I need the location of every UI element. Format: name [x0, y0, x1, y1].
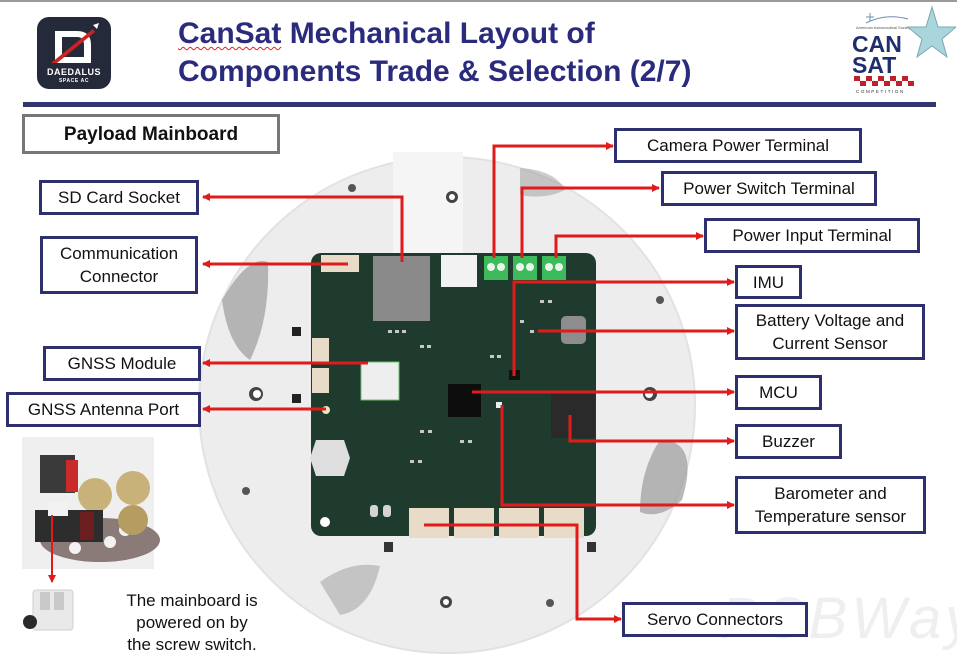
usb-c-port-part [441, 255, 477, 287]
arrow-power-switch [520, 184, 660, 258]
team-logo-name: DAEDALUS [46, 67, 101, 77]
label-barometer-text-2: Temperature sensor [754, 507, 907, 526]
payload-mainboard-heading-text: Payload Mainboard [63, 123, 239, 145]
label-mcu-text: MCU [759, 383, 798, 402]
label-servo-connectors-text: Servo Connectors [646, 610, 784, 629]
label-servo-connectors: Servo Connectors [622, 602, 808, 637]
rocket-logo-icon [51, 23, 99, 63]
top-border [0, 0, 957, 2]
title-cansat-word: CanSat [178, 17, 282, 50]
label-buzzer: Buzzer [735, 424, 842, 459]
arrow-camera-power [492, 142, 614, 258]
title-line-2: Components Trade & Selection (2/7) [178, 55, 692, 88]
battery-holder-part [310, 440, 350, 476]
pcb-board [310, 253, 596, 538]
note-line-2: powered on by [136, 613, 248, 632]
payload-mainboard-heading: Payload Mainboard [22, 114, 280, 154]
callout-arrows [202, 142, 735, 623]
label-gnss-module-text: GNSS Module [67, 354, 177, 373]
mcu-part [448, 384, 481, 417]
arrow-power-input [554, 232, 704, 258]
note-line-1: The mainboard is [126, 591, 258, 610]
arrow-sd-card [202, 193, 404, 262]
servo-connector-part [454, 508, 494, 538]
barometer-part [496, 402, 502, 408]
star-icon [906, 5, 956, 59]
checker-pattern-icon [854, 76, 914, 86]
arrow-barometer [500, 405, 735, 509]
label-sd-card-socket-text: SD Card Socket [58, 188, 180, 207]
label-gnss-antenna-port: GNSS Antenna Port [6, 392, 201, 427]
title-line-1-rest: Mechanical Layout of [281, 17, 595, 50]
buzzer-part [551, 394, 595, 438]
label-battery-text-2: Current Sensor [772, 334, 888, 353]
team-logo-subtitle: SPACE AC [58, 78, 90, 84]
arrow-imu [512, 278, 735, 376]
label-power-input-terminal-text: Power Input Terminal [732, 226, 892, 245]
label-battery-voltage-current-sensor: Battery Voltage and Current Sensor [735, 304, 925, 360]
cansat-org-text: American Astronautical Society [856, 25, 911, 30]
label-barometer-text-1: Barometer and [774, 484, 887, 503]
label-buzzer-text: Buzzer [762, 432, 815, 451]
title-line-1: CanSat Mechanical Layout of [178, 15, 691, 53]
label-communication-text-2: Connector [79, 267, 159, 286]
label-communication-text-1: Communication [59, 244, 179, 263]
label-power-input-terminal: Power Input Terminal [704, 218, 920, 253]
label-imu-text: IMU [752, 272, 785, 292]
screw-switch-note: The mainboard is powered on by the screw… [110, 590, 274, 656]
screw-switch-image [32, 589, 74, 631]
note-line-3: the screw switch. [127, 635, 257, 654]
label-power-switch-terminal-text: Power Switch Terminal [683, 179, 855, 198]
label-gnss-module: GNSS Module [43, 346, 201, 381]
team-logo: DAEDALUS SPACE AC [37, 17, 111, 89]
sd-card-socket-part [373, 256, 430, 321]
servo-connector-part [499, 508, 539, 538]
arrow-servo [424, 523, 622, 623]
label-gnss-antenna-port-text: GNSS Antenna Port [27, 400, 180, 419]
label-mcu: MCU [735, 375, 822, 410]
payload-inset-image [22, 437, 160, 631]
label-communication-connector: Communication Connector [40, 236, 198, 294]
label-imu: IMU [735, 265, 802, 299]
gnss-module-part [360, 361, 400, 401]
servo-connector-part [409, 508, 449, 538]
label-camera-power-terminal-text: Camera Power Terminal [646, 136, 830, 155]
cansat-competition-logo: American Astronautical Society CAN SAT C… [852, 5, 956, 94]
label-power-switch-terminal: Power Switch Terminal [661, 171, 877, 206]
arrow-buzzer [568, 415, 735, 445]
cansat-logo-caption: COMPETITION [856, 89, 905, 94]
cansat-logo-sat: SAT [852, 52, 896, 78]
label-sd-card-socket: SD Card Socket [39, 180, 199, 215]
page-title: CanSat Mechanical Layout of Components T… [178, 15, 691, 91]
label-camera-power-terminal: Camera Power Terminal [614, 128, 862, 163]
title-divider [23, 102, 936, 107]
cansat-logo-can: CAN [852, 31, 902, 57]
label-battery-text-1: Battery Voltage and [755, 311, 905, 330]
label-barometer-temperature-sensor: Barometer and Temperature sensor [735, 476, 926, 534]
